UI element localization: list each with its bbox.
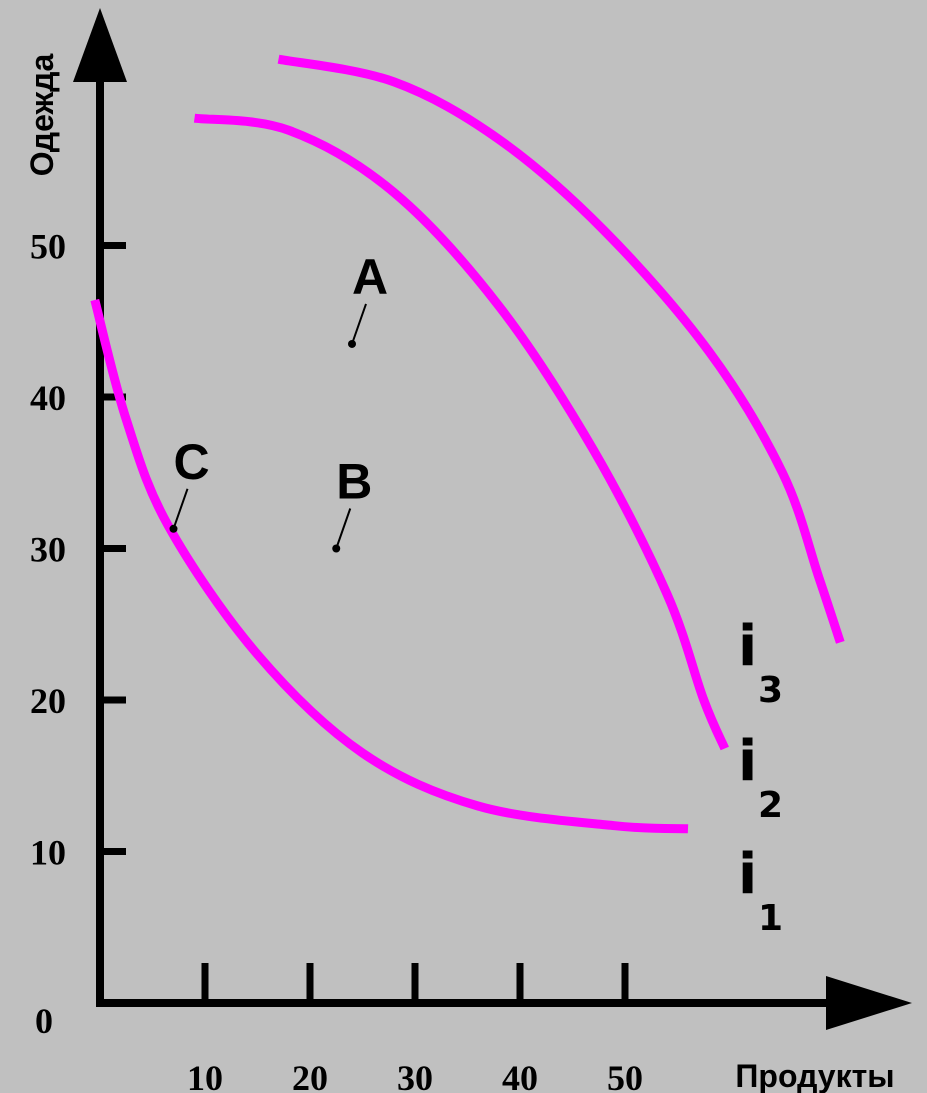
point-B-marker [332, 544, 341, 553]
curve-i1 [90, 298, 689, 834]
series-label-i3-sub: 3 [758, 670, 783, 711]
y-axis-arrow [73, 8, 127, 82]
series-label-i1-main: i [738, 842, 757, 907]
series-label-i1-sub: 1 [758, 898, 783, 939]
series-label-i3: i3 [738, 614, 783, 711]
point-A-marker [348, 339, 356, 348]
origin-label: 0 [35, 1001, 53, 1041]
series-label-i2-sub: 2 [758, 785, 783, 826]
x-tick-label-20: 20 [292, 1058, 328, 1093]
point-C-label: C [173, 434, 209, 490]
point-B-leader [335, 508, 352, 549]
curves-group [90, 54, 845, 834]
point-A-label: A [352, 249, 388, 305]
series-label-i2-main: i [738, 729, 757, 794]
point-A-leader [351, 303, 367, 345]
point-C-marker [169, 524, 178, 533]
ticks-group: 10 20 30 40 50 10 20 30 40 50 [30, 227, 643, 1093]
y-axis-title: Одежда [24, 54, 60, 177]
curve-i3 [277, 54, 845, 644]
y-tick-label-10: 10 [30, 833, 66, 873]
curve-i2 [193, 113, 729, 751]
x-tick-label-10: 10 [187, 1058, 223, 1093]
x-tick-label-40: 40 [502, 1058, 538, 1093]
point-B-label: B [336, 454, 372, 510]
x-tick-label-30: 30 [397, 1058, 433, 1093]
series-label-i1: i1 [738, 842, 783, 939]
x-tick-label-50: 50 [607, 1058, 643, 1093]
y-tick-label-40: 40 [30, 378, 66, 418]
y-tick-label-20: 20 [30, 681, 66, 721]
y-tick-label-50: 50 [30, 227, 66, 267]
x-axis-title: Продукты [735, 1058, 894, 1093]
y-tick-label-30: 30 [30, 530, 66, 570]
points-group: A B C [169, 249, 388, 553]
point-C-leader [172, 488, 189, 530]
x-axis-arrow [826, 976, 912, 1030]
series-label-i3-main: i [738, 614, 757, 679]
series-label-i2: i2 [738, 729, 783, 826]
